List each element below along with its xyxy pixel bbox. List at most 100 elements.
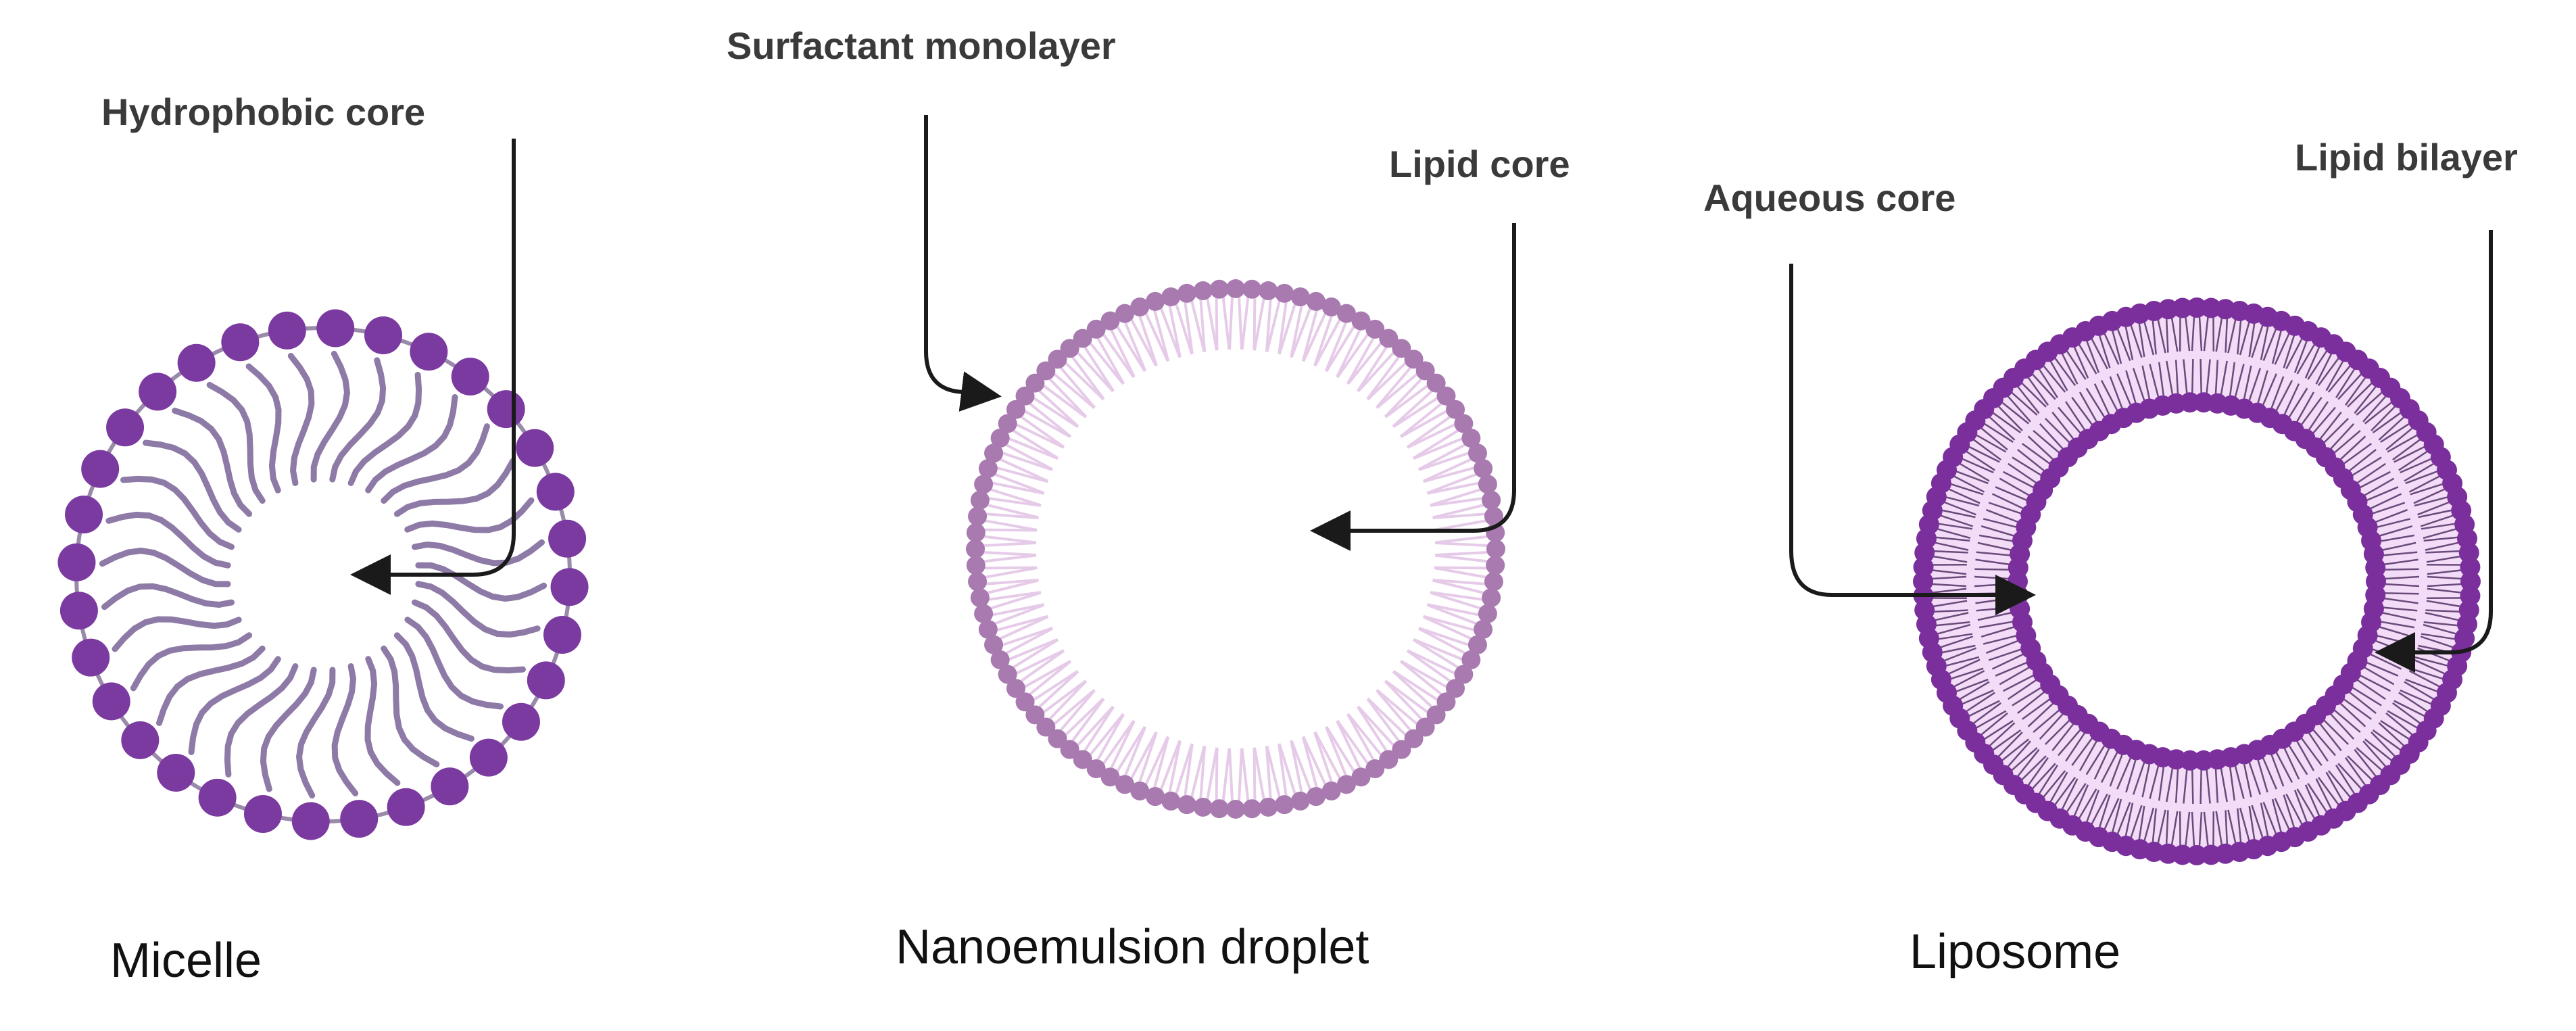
bilayer-inner-tail — [2116, 757, 2137, 793]
bilayer-inner-tail — [2319, 719, 2349, 752]
surfactant-tail — [1005, 437, 1059, 471]
micelle-tail — [245, 363, 282, 494]
micelle-tail — [260, 667, 317, 792]
micelle-head — [527, 661, 565, 700]
surfactant-head — [1115, 775, 1135, 794]
bilayer-outer-tail — [1980, 423, 2014, 451]
bilayer-outer-tail — [2049, 358, 2076, 391]
micelle-head — [139, 373, 177, 411]
bilayer-outer-tail — [2380, 712, 2413, 740]
surfactant-head — [998, 414, 1017, 433]
micelle-tail — [381, 423, 490, 504]
surfactant-tail — [990, 591, 1044, 617]
micelle-head — [106, 408, 145, 447]
surfactant-tail — [1138, 312, 1169, 366]
micelle-tail — [412, 539, 545, 567]
surfactant-tail — [983, 554, 1038, 570]
bilayer-outer-tail — [2274, 794, 2295, 830]
bilayer-inner-tail — [2058, 401, 2086, 434]
surfactant-head — [1336, 304, 1356, 323]
bilayer-outer-tail — [2317, 771, 2344, 805]
surfactant-head — [1467, 443, 1487, 463]
bilayer-outer-tail — [2427, 563, 2461, 575]
surfactant-tail — [983, 528, 1038, 544]
bilayer-outer-tail — [2421, 623, 2456, 640]
surfactant-head — [1161, 791, 1181, 811]
bilayer-inner-tail — [2132, 365, 2151, 401]
bilayer-inner-tail — [2384, 592, 2419, 604]
surfactant-tail — [1357, 352, 1401, 400]
bilayer-inner-tail — [2296, 738, 2323, 771]
micelle-head — [469, 738, 508, 777]
bilayer-inner-tail — [2012, 687, 2045, 714]
bilayer-outer-tail — [2307, 350, 2333, 385]
surfactant-tail — [1038, 670, 1087, 714]
bilayer-outer-tail — [2423, 612, 2459, 627]
bilayer-outer-tail — [2393, 446, 2428, 471]
surfactant-tail — [983, 542, 1037, 556]
lipid-core-label: Lipid core — [1389, 143, 1570, 185]
bilayer-inner-tail — [2045, 411, 2074, 443]
bilayer-outer-tail — [2405, 670, 2440, 692]
surfactant-tail — [1427, 481, 1482, 507]
bilayer-inner-tail — [2149, 362, 2165, 398]
bilayer-outer-tail — [2179, 317, 2191, 352]
surfactant-tail — [1153, 736, 1182, 791]
micelle-head — [487, 390, 525, 429]
surfactant-tail — [1199, 746, 1218, 800]
surfactant-head — [1486, 540, 1505, 558]
bilayer-outer-tail — [2327, 765, 2356, 798]
bilayer-inner-tail — [1983, 508, 2018, 528]
surfactant-tail — [1423, 466, 1478, 495]
surfactant-tail — [1110, 720, 1146, 773]
bilayer-outer-tail — [2307, 778, 2333, 813]
bilayer-inner-tail — [2370, 493, 2406, 514]
bilayer-outer-tail — [1966, 446, 2000, 471]
bilayer-outer-tail — [1980, 712, 2014, 740]
surfactant-head — [1321, 781, 1341, 800]
surfactant-tail — [1253, 297, 1272, 352]
bilayer-outer-tail — [1944, 496, 1980, 516]
surfactant-tail — [1253, 746, 1272, 800]
surfactant-tail — [1096, 333, 1136, 385]
bilayer-outer-tail — [2165, 810, 2179, 845]
bilayer-outer-tail — [2017, 382, 2047, 414]
micelle-head — [364, 316, 403, 355]
micelle-tail — [99, 547, 231, 588]
bilayer-outer-tail — [2423, 536, 2459, 551]
liposome-structure — [1913, 297, 2481, 865]
surfactant-head — [1379, 329, 1399, 348]
bilayer-outer-tail — [2215, 810, 2229, 845]
bilayer-inner-tail — [2183, 769, 2194, 805]
bilayer-outer-tail — [2112, 798, 2131, 834]
surfactant-head — [1025, 373, 1045, 393]
surfactant-tail — [1407, 638, 1459, 675]
liposome-title: Liposome — [1910, 925, 2121, 979]
surfactant-head — [1392, 339, 1411, 358]
aqueous-core-arrow — [1789, 264, 2036, 615]
surfactant-tail — [1012, 423, 1065, 460]
micelle-tail — [393, 632, 475, 742]
surfactant-tail — [1392, 660, 1442, 701]
bilayer-inner-tail — [2085, 745, 2110, 780]
bilayer-outer-tail — [2138, 322, 2155, 358]
bilayer-inner-tail — [2257, 757, 2277, 793]
surfactant-tail — [1184, 743, 1206, 798]
surfactant-tail — [1400, 649, 1451, 688]
surfactant-head — [1177, 795, 1196, 815]
surfactant-tail — [1325, 720, 1361, 773]
micelle-tail — [206, 381, 266, 504]
surfactant-tail — [1336, 333, 1375, 385]
bilayer-inner-tail — [1974, 558, 2010, 571]
bilayer-outer-tail — [2073, 784, 2097, 819]
bilayer-outer-tail — [1933, 600, 1968, 613]
surfactant-tail — [1020, 649, 1071, 688]
bilayer-outer-tail — [2296, 344, 2320, 379]
surfactant-head — [1478, 604, 1497, 623]
bilayer-outer-tail — [2251, 325, 2269, 360]
surfactant-head — [974, 475, 994, 494]
surfactant-head — [1478, 475, 1497, 494]
surfactant-tail — [1096, 713, 1136, 765]
surfactant-head — [1486, 556, 1505, 575]
bilayer-outer-tail — [2327, 365, 2356, 398]
